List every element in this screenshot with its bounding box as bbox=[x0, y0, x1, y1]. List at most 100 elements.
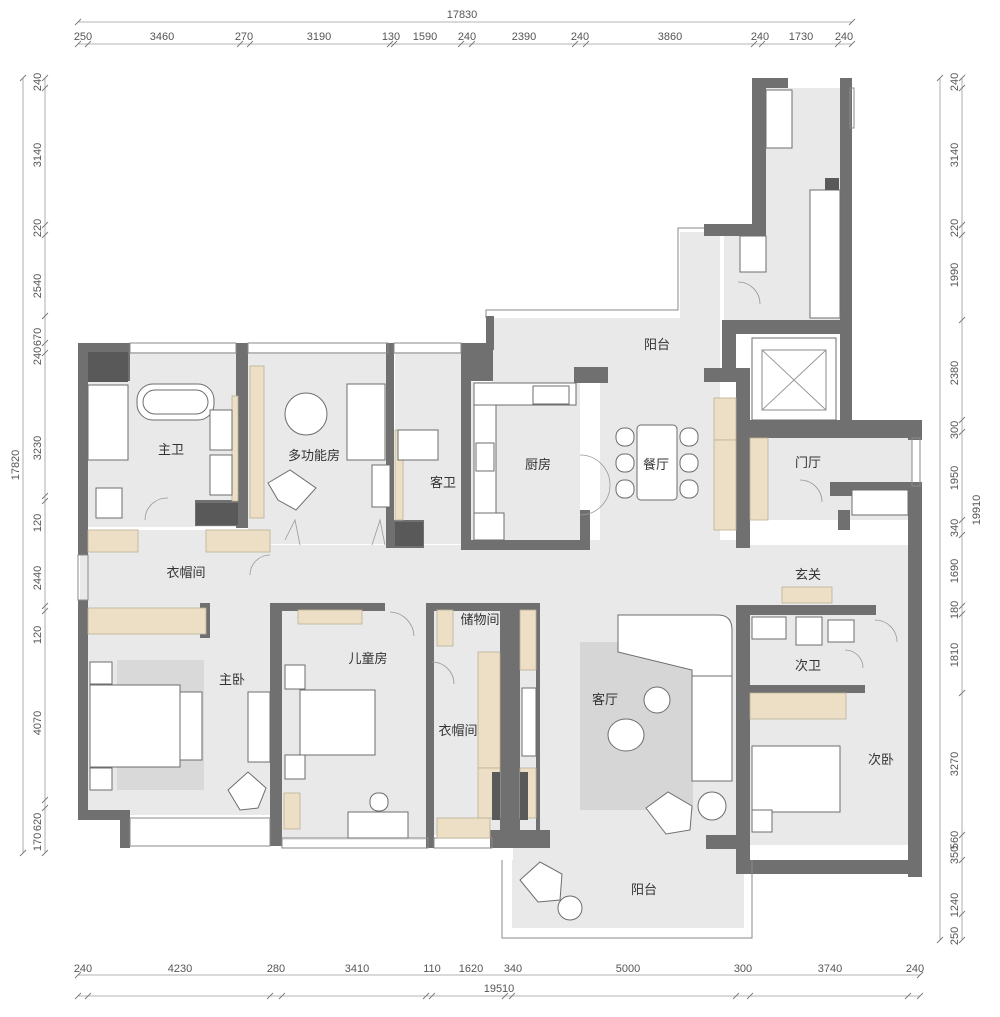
label-dining: 餐厅 bbox=[643, 457, 669, 473]
dim-top-label: 3860 bbox=[658, 31, 682, 43]
dimension-tick bbox=[428, 992, 436, 1000]
dimension-tick bbox=[732, 992, 740, 1000]
dim-top-total: 17830 bbox=[447, 9, 478, 21]
dim-right-label: 1810 bbox=[949, 643, 961, 667]
dim-left-label: 240 bbox=[32, 347, 44, 365]
dim-right-label: 240 bbox=[949, 73, 961, 91]
dimension-tick bbox=[457, 40, 465, 48]
dimension-tick bbox=[246, 40, 254, 48]
label-master-bath: 主卫 bbox=[158, 443, 184, 458]
dim-left-label: 170 bbox=[32, 833, 44, 851]
dimension-tick bbox=[848, 18, 856, 26]
dim-right-label: 1990 bbox=[949, 263, 961, 287]
window-lines bbox=[77, 87, 921, 939]
dimension-tick bbox=[750, 40, 758, 48]
dimension-lines bbox=[22, 21, 963, 997]
dimension-tick bbox=[958, 856, 966, 864]
dim-top-label: 240 bbox=[751, 31, 769, 43]
dimension-tick bbox=[236, 40, 244, 48]
dimension-tick bbox=[958, 602, 966, 610]
dim-top-label: 130 bbox=[382, 31, 400, 43]
label-cloakroom-left: 衣帽间 bbox=[166, 565, 205, 581]
dim-left-label: 120 bbox=[32, 626, 44, 644]
label-living-room: 客厅 bbox=[592, 692, 618, 708]
label-second-bedroom: 次卧 bbox=[868, 752, 894, 768]
dimension-tick bbox=[936, 74, 944, 82]
dimension-tick bbox=[904, 992, 912, 1000]
dim-top-label: 3460 bbox=[150, 31, 174, 43]
dim-left-label: 620 bbox=[32, 813, 44, 831]
dimension-tick bbox=[958, 428, 966, 436]
dimension-tick bbox=[74, 992, 82, 1000]
dimension-tick bbox=[422, 992, 430, 1000]
dim-top-label: 250 bbox=[74, 31, 92, 43]
dimension-tick bbox=[958, 74, 966, 82]
dimension-tick bbox=[571, 40, 579, 48]
dimension-tick bbox=[41, 497, 49, 505]
dimension-tick bbox=[74, 18, 82, 26]
label-kitchen: 厨房 bbox=[525, 457, 551, 473]
dimension-tick bbox=[41, 796, 49, 804]
dim-left-label: 120 bbox=[32, 514, 44, 532]
dimension-tick bbox=[958, 84, 966, 92]
dimension-tick bbox=[758, 40, 766, 48]
dim-left-label: 3230 bbox=[32, 436, 44, 460]
dim-right-label: 1950 bbox=[949, 466, 961, 490]
dimension-tick bbox=[958, 831, 966, 839]
label-cloakroom-mid: 衣帽间 bbox=[438, 723, 477, 739]
dim-right-label: 340 bbox=[949, 519, 961, 537]
dim-top-label: 1590 bbox=[413, 31, 437, 43]
dim-left-label: 670 bbox=[32, 328, 44, 346]
dimension-tick bbox=[41, 607, 49, 615]
dimension-tick bbox=[834, 40, 842, 48]
dim-left-label: 2440 bbox=[32, 566, 44, 590]
dim-bottom-label: 240 bbox=[74, 963, 92, 975]
dim-top-label: 270 bbox=[235, 31, 253, 43]
dimension-ticks bbox=[19, 18, 966, 1000]
dimension-tick bbox=[41, 84, 49, 92]
dim-top-label: 240 bbox=[458, 31, 476, 43]
dim-right-label: 220 bbox=[949, 219, 961, 237]
dimension-tick bbox=[468, 40, 476, 48]
label-second-bath: 次卫 bbox=[795, 658, 821, 674]
dim-top-label: 240 bbox=[835, 31, 853, 43]
label-balcony-bottom: 阳台 bbox=[631, 883, 657, 898]
dimension-tick bbox=[278, 992, 286, 1000]
dim-bottom-label: 240 bbox=[906, 963, 924, 975]
wardrobes bbox=[87, 365, 847, 839]
dim-left-label: 240 bbox=[32, 73, 44, 91]
dimension-tick bbox=[958, 610, 966, 618]
door-swings bbox=[144, 281, 898, 685]
dim-bottom-label: 3410 bbox=[345, 963, 369, 975]
dimension-tick bbox=[390, 40, 398, 48]
dimension-tick bbox=[848, 40, 856, 48]
dim-bottom-label: 300 bbox=[734, 963, 752, 975]
dimension-tick bbox=[958, 416, 966, 424]
dim-top-label: 240 bbox=[571, 31, 589, 43]
dimension-tick bbox=[19, 74, 27, 82]
dimension-tick bbox=[41, 849, 49, 857]
dimension-tick bbox=[958, 221, 966, 229]
dimension-tick bbox=[19, 849, 27, 857]
dimension-tick bbox=[41, 349, 49, 357]
dim-bottom-label: 3740 bbox=[818, 963, 842, 975]
dimension-tick bbox=[41, 221, 49, 229]
room-labels: 主卫 多功能房 客卫 厨房 餐厅 阳台 门厅 衣帽间 玄关 主卧 儿童房 储物间… bbox=[158, 338, 894, 898]
dim-bottom-label: 280 bbox=[267, 963, 285, 975]
dimension-tick bbox=[916, 971, 924, 979]
dim-bottom-label: 110 bbox=[423, 963, 441, 975]
dimension-tick bbox=[501, 992, 509, 1000]
dim-right-label: 1240 bbox=[949, 893, 961, 917]
dim-right-label: 3140 bbox=[949, 143, 961, 167]
dim-right-label: 300 bbox=[949, 421, 961, 439]
dim-right-label: 250 bbox=[949, 927, 961, 945]
dim-right-label: 560 bbox=[949, 831, 961, 849]
dim-bottom-label: 4230 bbox=[168, 963, 192, 975]
label-entrance: 玄关 bbox=[795, 568, 821, 583]
dim-left-label: 2540 bbox=[32, 274, 44, 298]
dimension-tick bbox=[41, 804, 49, 812]
label-storage: 储物间 bbox=[460, 613, 499, 628]
label-balcony-top: 阳台 bbox=[644, 338, 670, 353]
dim-left-label: 4070 bbox=[32, 711, 44, 735]
dim-right-label: 350 bbox=[949, 846, 961, 864]
